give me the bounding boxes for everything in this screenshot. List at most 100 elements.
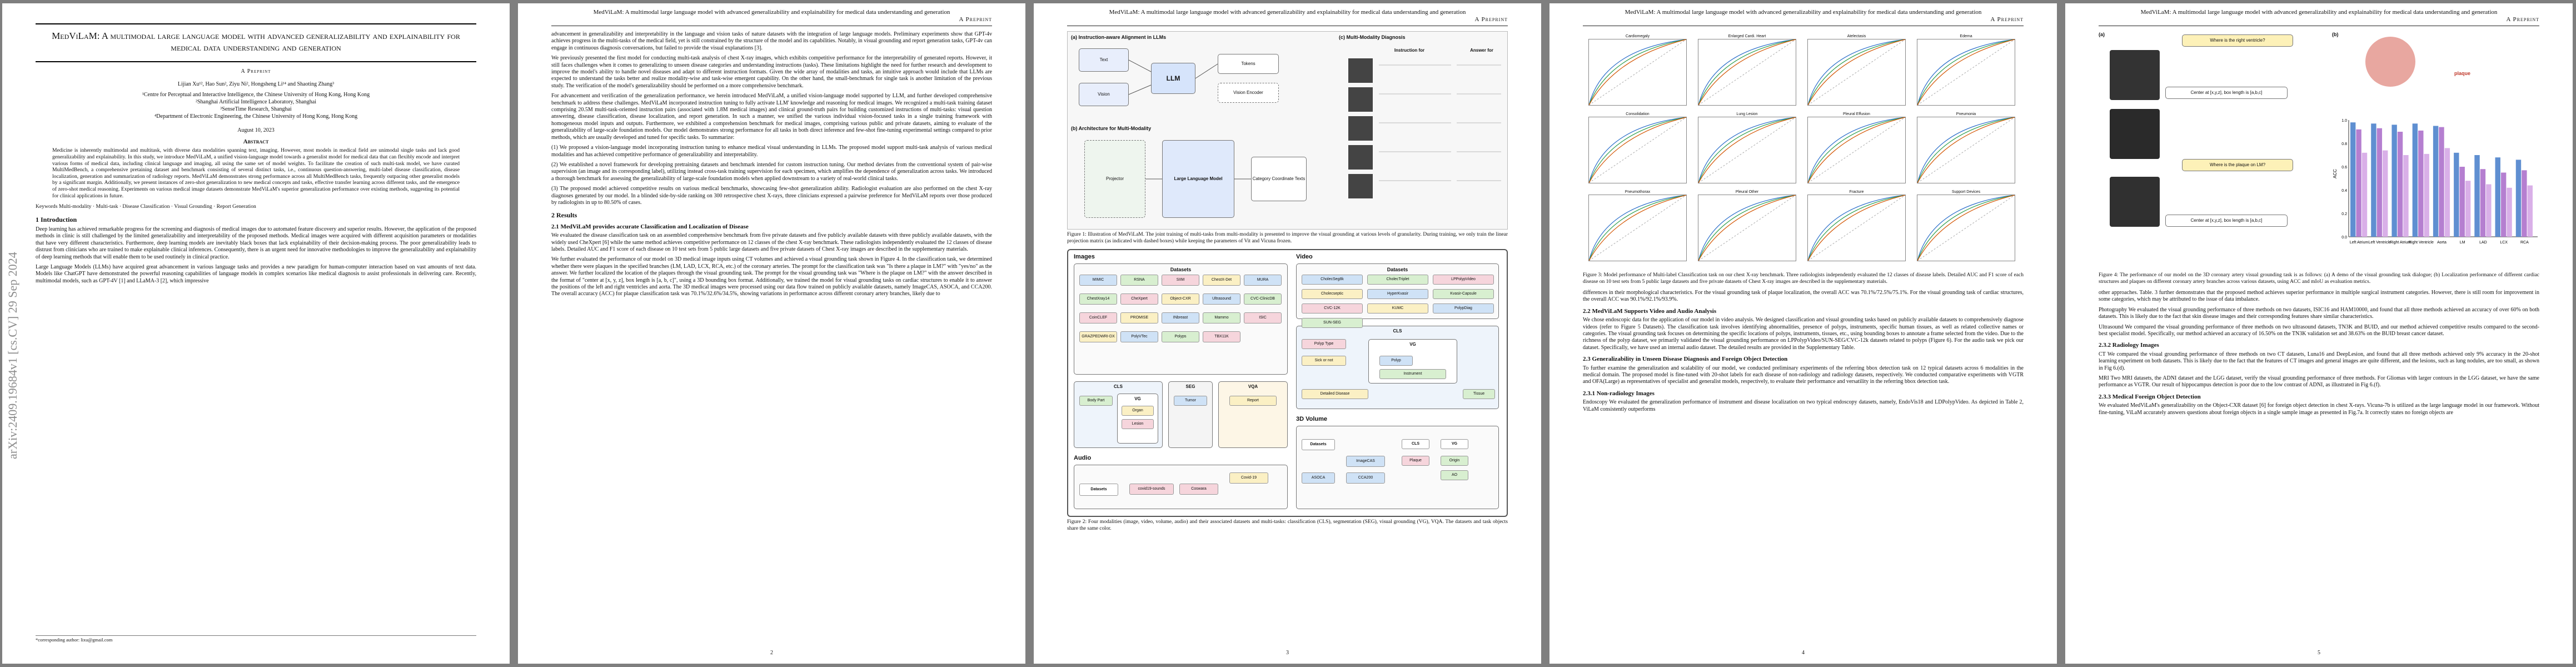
report-chip: Report: [1229, 396, 1277, 406]
vision-input-box: Vision: [1079, 83, 1129, 106]
organ-chip: Organ: [1122, 406, 1154, 416]
roc-plot: Atelectasis: [1807, 34, 1906, 106]
bar: [2361, 152, 2368, 237]
images-label: Images: [1074, 253, 1095, 260]
instrument-chip: Instrument: [1379, 369, 1446, 379]
bar: [2391, 125, 2397, 237]
y-tick-label: 0.4: [2341, 189, 2347, 193]
y-tick-label: 1.0: [2341, 119, 2347, 123]
page-5: MedViLaM: A multimodal large language mo…: [2065, 3, 2573, 664]
bar: [2376, 128, 2383, 237]
audio-dataset-chip: Coswara: [1179, 484, 1218, 495]
dataset-chip: HyperKvasir: [1367, 289, 1428, 299]
roc-plot: Consolidation: [1588, 112, 1687, 183]
bar: [2507, 187, 2512, 237]
dataset-chip: Mammo: [1203, 312, 1240, 323]
page-number: 3: [1286, 650, 1289, 656]
bar: [2383, 150, 2388, 237]
bar: [2439, 127, 2444, 237]
paragraph: We further evaluated the performance of …: [551, 256, 992, 297]
bar: [2522, 170, 2527, 237]
category-tick-label: Aorta: [2437, 241, 2447, 245]
answer-header: Answer for: [1470, 47, 1493, 53]
category-tick-label: LAD: [2479, 241, 2487, 245]
llm-box: LLM: [1151, 63, 1195, 94]
dataset-chip: LPPolypVideo: [1433, 275, 1494, 285]
intro-paragraph-2: Large Language Models (LLMs) have acquir…: [36, 264, 476, 284]
running-header: MedViLaM: A multimodal large language mo…: [1625, 9, 2024, 23]
bar: [2515, 160, 2522, 237]
paragraph: differences in their morphological chara…: [1583, 290, 2024, 303]
figure-4: (a) (b) Where is the right ventricle? Ce…: [2099, 31, 2539, 270]
audio-cls-chip: Covid-19: [1229, 472, 1268, 484]
running-header: MedViLaM: A multimodal large language mo…: [593, 9, 992, 23]
paragraph: other approaches. Table. 3 further demon…: [2099, 290, 2539, 303]
3d-dataset-chip: ImageCAS: [1346, 456, 1385, 467]
roc-plot: Lung Lesion: [1698, 112, 1796, 183]
tumor-chip: Tumor: [1174, 396, 1207, 406]
page-number: 4: [1802, 650, 1805, 656]
page-2: MedViLaM: A multimodal large language mo…: [518, 3, 1025, 664]
roc-plot-title: Cardiomegaly: [1625, 34, 1650, 38]
y-tick-label: 0.6: [2341, 166, 2347, 170]
dataset-chip: MIMIC: [1079, 275, 1117, 286]
bar: [2495, 157, 2500, 237]
3d-vg-label: VG: [1441, 439, 1468, 449]
page-number: 2: [770, 650, 773, 656]
dataset-chip: CVC-12K: [1302, 303, 1363, 313]
output-box: Category Coordinate Texts: [1251, 157, 1307, 201]
page-1: arXiv:2409.19684v1 [cs.CV] 29 Sep 2024 M…: [2, 3, 510, 664]
category-tick-label: Left Ventricle: [2369, 241, 2391, 245]
running-header: MedViLaM: A multimodal large language mo…: [1109, 9, 1508, 23]
roc-plot: Enlarged Cardi. Heart: [1698, 34, 1796, 106]
dataset-chip: SIIM: [1162, 275, 1199, 286]
dataset-chip: TBX11K: [1203, 331, 1240, 342]
dataset-chip: MURA: [1244, 275, 1282, 286]
paragraph: For advancement and verification of the …: [551, 93, 992, 141]
category-tick-label: RCA: [2520, 241, 2529, 245]
roc-plot-title: Lung Lesion: [1736, 112, 1758, 116]
dataset-chip: RSNA: [1120, 275, 1158, 286]
bar: [2433, 126, 2439, 237]
text-input-box: Text: [1079, 48, 1129, 72]
roc-plot: Fracture: [1807, 190, 1906, 261]
figure-1-caption: Figure 1: Illustration of MedViLaM. The …: [1067, 232, 1508, 244]
figure-4-caption: Figure 4: The performance of our model o…: [2099, 272, 2539, 285]
intro-paragraph-1: Deep learning has achieved remarkable pr…: [36, 226, 476, 260]
paragraph: Endoscopy We evaluated the generalizatio…: [1583, 399, 2024, 412]
figure-3: Cardiomegaly Enlarged Cardi. Heart Atelect…: [1583, 31, 2024, 270]
ct-image: [2110, 50, 2160, 100]
panel-a-label: (a): [2099, 32, 2105, 37]
bar: [2486, 184, 2492, 237]
panel-b-label: (b): [2332, 32, 2339, 37]
keywords: Keywords Multi-modality · Multi-task · D…: [36, 203, 256, 210]
bar: [2527, 185, 2533, 237]
subsection-2-2: 2.2 MedViLaM Supports Video and Audio An…: [1583, 307, 1717, 315]
paragraph: We evaluated the disease classification …: [551, 232, 992, 252]
subsection-2-1: 2.1 MedViLaM provides accurate Classific…: [551, 223, 749, 230]
roc-plot-title: Pneumonia: [1956, 112, 1976, 116]
bar: [2500, 172, 2507, 237]
running-header: MedViLaM: A multimodal large language mo…: [2140, 9, 2539, 23]
affiliation-1: ¹Centre for Perceptual and Interactive I…: [142, 92, 370, 98]
bar: [2424, 153, 2429, 237]
roc-plot-title: Atelectasis: [1847, 34, 1866, 38]
category-tick-label: Right Atrium: [2390, 241, 2411, 245]
dataset-chip: GRAZPEDWRI-DX: [1079, 331, 1117, 342]
answer-1-bubble: Center at [x,y,z], box length is [a,b,c]: [2165, 87, 2288, 99]
dataset-chip: SUN-SEG: [1302, 318, 1363, 328]
vqa-panel: VQA: [1218, 381, 1288, 448]
3d-volume-label: 3D Volume: [1296, 416, 1328, 422]
tissue-chip: Tissue: [1463, 389, 1495, 399]
question-2-bubble: Where is the plaque on LM?: [2182, 159, 2293, 171]
dataset-chip: CholecTriplet: [1367, 275, 1428, 285]
paragraph: advancement in generalizability and inte…: [551, 31, 992, 51]
vg-panel: VG: [1117, 394, 1158, 444]
seg-panel: SEG: [1168, 381, 1213, 448]
roc-plot-title: Fracture: [1849, 190, 1864, 194]
dataset-chip: KUMC: [1367, 303, 1428, 313]
paragraph: Photography We evaluated the visual grou…: [2099, 306, 2539, 320]
title-rule-bottom: [36, 61, 476, 62]
roc-plot: Pleural Other: [1698, 190, 1796, 261]
plaque-label: plaque: [2454, 71, 2471, 76]
